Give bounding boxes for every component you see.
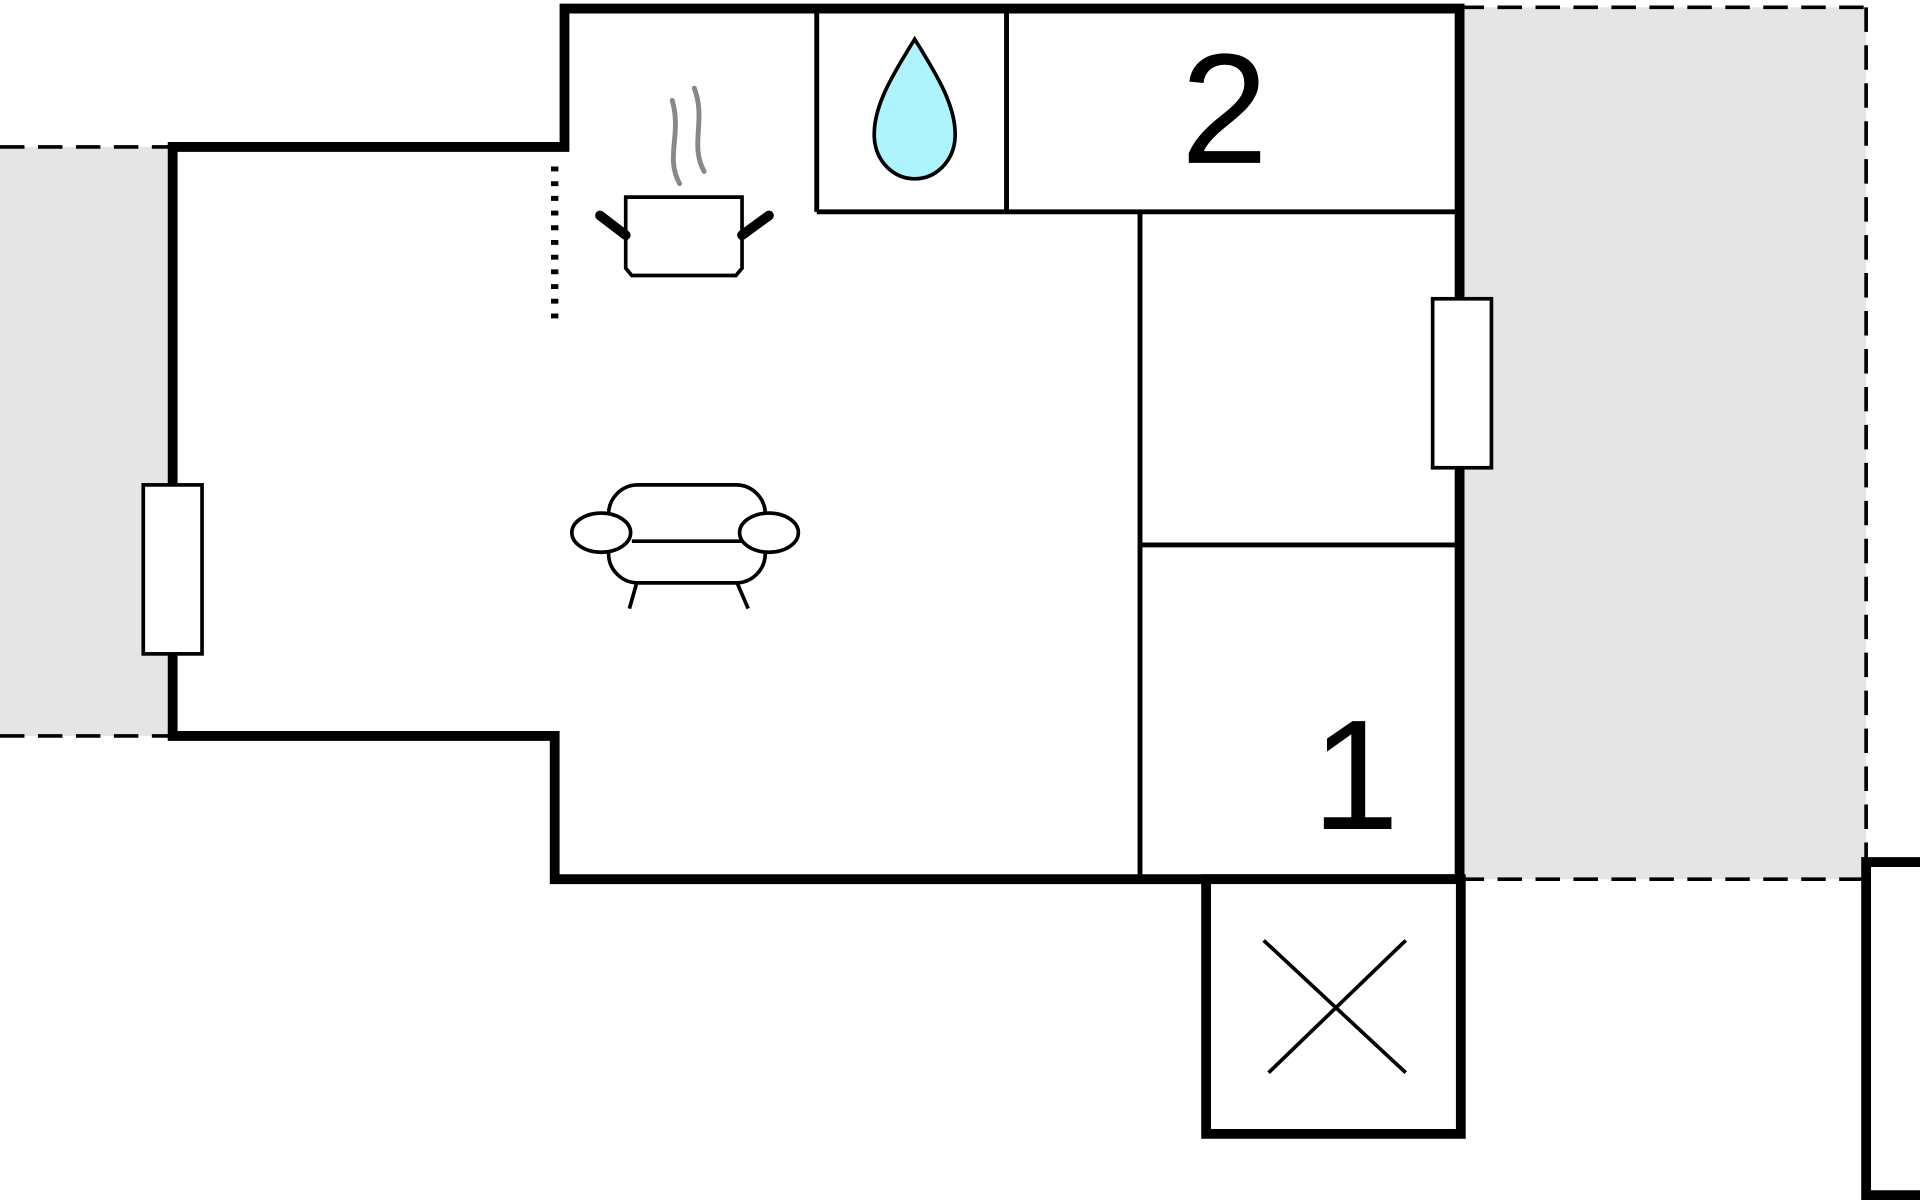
water-drop-icon (872, 35, 957, 181)
room-label-2: 2 (1181, 22, 1268, 197)
staircase (1201, 874, 1466, 1139)
cooking-pot-icon (595, 85, 774, 278)
sofa-icon (570, 483, 801, 610)
room-label-1: 1 (1312, 688, 1399, 863)
interior-walls (814, 8, 1460, 880)
adjacent-building (1861, 857, 1920, 1200)
cross-box-icon (1262, 939, 1407, 1074)
window-right (1430, 296, 1494, 470)
terrace-right (1459, 5, 1868, 882)
window-left (141, 483, 204, 656)
